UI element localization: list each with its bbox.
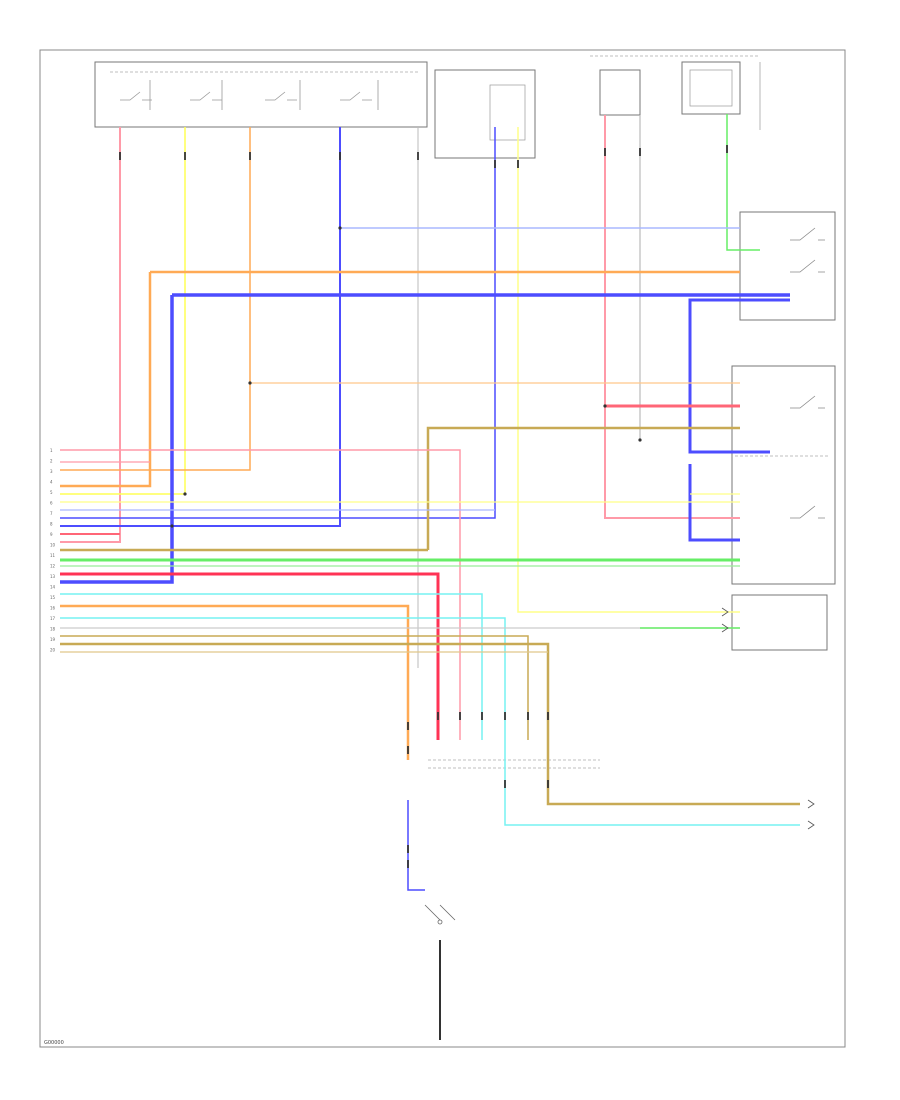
diagram-code: G00000	[44, 1040, 64, 1046]
pin-label: 9	[50, 532, 53, 537]
wire-blue-loop	[688, 298, 790, 454]
pin-label: 16	[50, 606, 56, 611]
pin-label: 2	[50, 459, 53, 464]
wire-blue-thick	[60, 293, 790, 584]
wire-blue-sensor	[407, 800, 425, 891]
wire-blue-2	[60, 127, 496, 519]
pin-label: 12	[50, 564, 56, 569]
relay-box-2	[681, 61, 741, 115]
pin-label: 6	[50, 501, 53, 506]
module-box	[434, 69, 536, 159]
wire-blue-1	[60, 127, 341, 527]
relay-inner-box-2	[689, 69, 733, 107]
wire-tan-bundle-2	[60, 635, 529, 740]
connector-markers	[119, 145, 728, 1026]
wire-tan-mid	[426, 426, 740, 550]
pin-label: 15	[50, 595, 56, 600]
module-inner-box	[489, 84, 526, 141]
pin-label: 5	[50, 490, 53, 495]
wire-blue-lower	[688, 464, 740, 542]
wire-orange-top	[60, 270, 740, 488]
junction-dots	[170, 226, 642, 528]
switch-group-box	[94, 61, 428, 128]
pin-label: 10	[50, 543, 56, 548]
right-relay-box-b	[731, 365, 836, 585]
pin-label: 20	[50, 648, 56, 653]
wire-peach-bundle	[60, 642, 800, 806]
pin-label: 17	[50, 616, 56, 621]
wire-cyan-bundle	[60, 593, 483, 740]
right-relay-box-a	[739, 211, 836, 321]
right-connector-box	[731, 594, 828, 651]
wire-red-right	[604, 115, 740, 519]
wire-red-bundle-3	[60, 572, 440, 740]
pin-label: 13	[50, 574, 56, 579]
pin-label: 4	[50, 480, 53, 485]
pin-label: 7	[50, 511, 53, 516]
terminal-arrows	[721, 607, 815, 830]
sensor-switch-symbol	[424, 904, 456, 925]
switch-symbols	[120, 80, 379, 110]
wire-cyan-bundle-2	[60, 617, 800, 826]
wire-orange-1	[60, 127, 251, 471]
pin-label: 1	[50, 448, 53, 453]
pin-label: 18	[50, 627, 56, 632]
pin-label: 11	[50, 553, 56, 558]
wire-green-right	[726, 114, 760, 251]
wire-orange-bundle	[60, 604, 410, 760]
diagram-frame	[39, 49, 846, 1048]
wire-red-left	[60, 127, 121, 543]
wire-yellow-2	[517, 127, 740, 613]
pin-label: 8	[50, 522, 53, 527]
wire-yellow-1	[60, 127, 186, 495]
pin-label: 3	[50, 469, 53, 474]
relay-box-1	[599, 69, 641, 116]
pin-label: 19	[50, 637, 56, 642]
pin-label: 14	[50, 585, 56, 590]
